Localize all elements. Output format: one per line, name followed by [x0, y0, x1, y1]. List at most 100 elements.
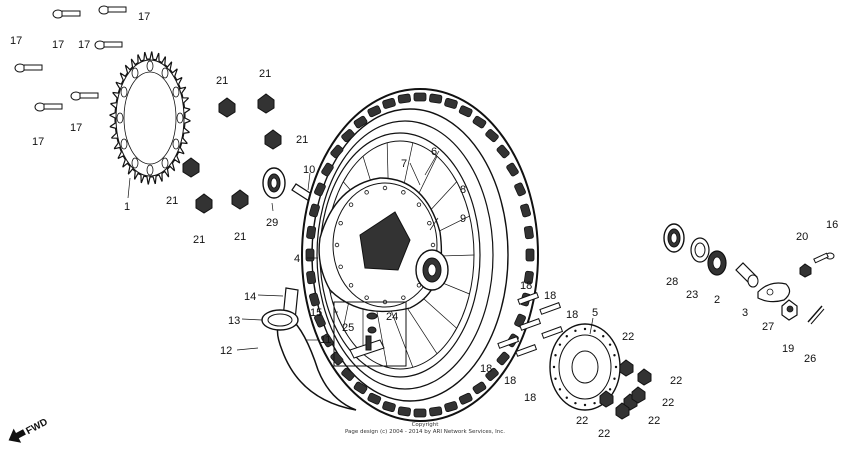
callout-5: 5: [592, 307, 598, 319]
hub-spoke-hole: [348, 202, 354, 207]
bolt-18c: [519, 318, 542, 331]
tread-block: [506, 162, 519, 177]
disc-hole: [608, 388, 612, 391]
disc-hole: [552, 365, 556, 369]
hub-spoke-hole: [416, 283, 422, 288]
callout-numbers: 17 17 17 17 17 17 1 21 21 21 21 21 21 10…: [10, 11, 838, 440]
sprocket-window: [120, 86, 128, 98]
bolt-17a: [52, 9, 81, 19]
tread-block: [321, 162, 334, 177]
tread-block: [330, 144, 344, 159]
left-bearing: [262, 167, 286, 199]
disc-hole: [593, 401, 596, 405]
tread-block: [353, 115, 368, 129]
bolt-17c: [94, 40, 123, 50]
callout-22: 22: [662, 397, 674, 409]
tread-block: [306, 270, 317, 285]
disc-hole: [608, 343, 612, 346]
tread-block: [314, 182, 326, 197]
chain-adjuster: [757, 282, 791, 303]
sprocket-window: [161, 157, 169, 169]
sprocket-window: [131, 67, 139, 79]
callout-26: 26: [804, 353, 816, 365]
seal-ring: [707, 250, 727, 276]
copyright-line-2: Page design (c) 2004 - 2014 by ARI Netwo…: [345, 429, 505, 435]
tread-block: [321, 333, 334, 348]
disc-bolts: [497, 292, 564, 357]
callout-11: 11: [320, 334, 331, 346]
nut-21b: [257, 93, 275, 114]
callout-3: 3: [742, 307, 748, 319]
nut-21a: [218, 97, 236, 118]
callout-7: 7: [401, 158, 407, 170]
sprocket-bolts: [14, 5, 127, 112]
tread-block: [429, 406, 443, 417]
callout-17: 17: [70, 122, 82, 134]
forward-arrow: FWD: [8, 417, 50, 443]
callout-10: 10: [303, 164, 315, 176]
callout-28: 28: [666, 276, 678, 288]
callout-21: 21: [296, 134, 308, 146]
bolt-18e: [497, 336, 520, 349]
callout-23: 23: [686, 289, 698, 301]
disc-hole: [614, 365, 618, 369]
callout-21: 21: [234, 231, 246, 243]
callout-15: 15: [310, 307, 322, 319]
bolt-17f: [34, 102, 63, 112]
sprocket-window: [176, 112, 184, 124]
callout-18: 18: [566, 309, 578, 321]
tread-block: [472, 381, 487, 395]
callout-27: 27: [762, 321, 774, 333]
dust-seal: [690, 237, 710, 263]
callout-18: 18: [480, 363, 492, 375]
nut-21c: [264, 129, 282, 150]
hub-spoke-hole: [382, 185, 388, 191]
callout-18: 18: [524, 392, 536, 404]
hub-spoke-hole: [338, 264, 343, 270]
copyright-line-1: Copyright: [412, 422, 440, 428]
tread-block: [309, 203, 320, 218]
bolt-18d: [541, 326, 564, 339]
bolt-17b: [98, 5, 127, 15]
callout-21: 21: [193, 234, 205, 246]
callout-16: 16: [826, 219, 838, 231]
callout-22: 22: [598, 428, 610, 440]
callout-13: 13: [228, 315, 240, 327]
tread-block: [458, 105, 473, 118]
axle-nut: [781, 299, 798, 321]
bolt-17e: [70, 91, 99, 101]
callout-24: 24: [386, 311, 398, 323]
tread-block: [367, 392, 382, 405]
adjuster-nut: [799, 263, 812, 278]
valve-parts: [333, 301, 407, 367]
callout-1: 1: [124, 201, 130, 213]
tread-block: [397, 406, 411, 417]
callout-22: 22: [576, 415, 588, 427]
tread-block: [341, 367, 355, 381]
hub-spoke-hole: [364, 190, 369, 195]
callout-19: 19: [782, 343, 794, 355]
tread-block: [413, 408, 427, 418]
side-collar: [735, 262, 759, 288]
callout-25: 25: [342, 322, 354, 334]
tread-block: [382, 97, 396, 109]
hub-spoke-hole: [364, 295, 369, 300]
disc-hole: [554, 354, 557, 357]
nut-21f: [231, 189, 249, 210]
tread-block: [523, 225, 534, 240]
sprocket-window: [146, 164, 154, 176]
disc-hole: [613, 377, 616, 380]
bolt-18f: [515, 344, 538, 357]
sprocket-window: [172, 138, 180, 150]
hub-spoke-hole: [430, 242, 436, 248]
sprocket-window: [120, 138, 128, 150]
sprocket-window: [161, 67, 169, 79]
callout-22: 22: [622, 331, 634, 343]
disc-nuts: [599, 359, 652, 420]
bolt-17d: [14, 63, 43, 73]
hub-spoke-hole: [401, 295, 406, 300]
disc-hole: [602, 335, 605, 338]
adjuster-bolt: [813, 252, 835, 264]
hub-spoke-hole: [348, 283, 354, 288]
nut-21d: [182, 157, 200, 178]
